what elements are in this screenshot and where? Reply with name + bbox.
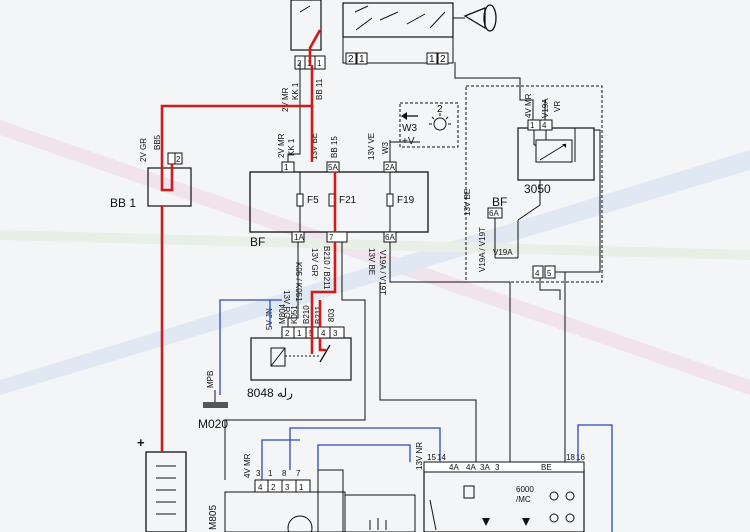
svg-text:K051: K051 bbox=[290, 305, 299, 324]
svg-text:W3: W3 bbox=[381, 141, 390, 154]
svg-text:VR: VR bbox=[553, 101, 562, 112]
svg-text:13V VE: 13V VE bbox=[367, 133, 376, 160]
svg-text:2: 2 bbox=[271, 483, 276, 492]
fuse-f19: F19 bbox=[397, 195, 415, 206]
svg-text:1: 1 bbox=[317, 59, 322, 68]
svg-text:803: 803 bbox=[327, 308, 336, 322]
svg-text:M804: M804 bbox=[278, 303, 287, 324]
svg-text:7: 7 bbox=[329, 233, 334, 242]
svg-text:BB 11: BB 11 bbox=[315, 78, 324, 100]
svg-text:4V MR: 4V MR bbox=[243, 453, 252, 478]
bf-fuse-box bbox=[249, 161, 429, 243]
svg-text:4: 4 bbox=[542, 121, 547, 130]
w3-lamp-indicator bbox=[399, 102, 459, 148]
top-wire-labels: 2V MR KK 1 BB 11 bbox=[281, 78, 324, 112]
svg-text:7: 7 bbox=[296, 469, 301, 478]
w3-pin-2: 2 bbox=[437, 104, 443, 115]
svg-text:3: 3 bbox=[285, 483, 290, 492]
fuse-f21: F21 bbox=[339, 195, 357, 206]
m805-connector bbox=[224, 469, 416, 532]
svg-text:16: 16 bbox=[576, 453, 585, 462]
svg-text:MPB: MPB bbox=[206, 371, 215, 388]
svg-text:1: 1 bbox=[268, 469, 273, 478]
top-conn-left-pin-1: 2 bbox=[348, 54, 354, 65]
svg-text:3A: 3A bbox=[480, 463, 490, 472]
m805-label: M805 bbox=[208, 505, 219, 530]
ground-label: M020 bbox=[198, 417, 228, 431]
svg-text:18: 18 bbox=[566, 453, 575, 462]
module-3050-label: 3050 bbox=[524, 182, 551, 196]
svg-text:2V MR: 2V MR bbox=[277, 133, 286, 158]
svg-text:4: 4 bbox=[258, 483, 263, 492]
module-3050 bbox=[465, 85, 603, 283]
svg-text:1: 1 bbox=[297, 329, 302, 338]
svg-text:6A: 6A bbox=[489, 209, 499, 218]
svg-text:5: 5 bbox=[547, 269, 552, 278]
top-conn-left-pin-2: 1 bbox=[359, 54, 365, 65]
svg-text:13V NR: 13V NR bbox=[415, 442, 424, 470]
svg-text:15: 15 bbox=[427, 453, 436, 462]
svg-text:4A: 4A bbox=[466, 463, 476, 472]
svg-text:13V RG: 13V RG bbox=[282, 290, 291, 318]
svg-text:KK 1: KK 1 bbox=[291, 82, 300, 100]
bb1-pin-2: 2 bbox=[176, 155, 181, 164]
blue-wires bbox=[219, 299, 613, 532]
svg-text:1: 1 bbox=[299, 483, 304, 492]
svg-text:4A: 4A bbox=[449, 463, 459, 472]
svg-text:13V BE: 13V BE bbox=[463, 189, 472, 216]
svg-text:V19A / V19T: V19A / V19T bbox=[378, 250, 387, 295]
svg-text:3: 3 bbox=[495, 463, 500, 472]
bf-label: BF bbox=[250, 235, 265, 249]
svg-text:2A: 2A bbox=[385, 163, 395, 172]
bottom-right-module bbox=[423, 461, 585, 532]
svg-text:1: 1 bbox=[530, 121, 535, 130]
svg-text:2: 2 bbox=[285, 329, 290, 338]
svg-text:6A: 6A bbox=[385, 233, 395, 242]
svg-text:/MC: /MC bbox=[516, 495, 531, 504]
svg-text:6000: 6000 bbox=[516, 485, 534, 494]
bb1-wire-spec: 2V GR bbox=[139, 138, 148, 162]
svg-text:B210 / B211: B210 / B211 bbox=[322, 246, 331, 290]
svg-text:4: 4 bbox=[535, 269, 540, 278]
background-rays bbox=[0, 120, 750, 395]
bb1-component bbox=[147, 152, 192, 207]
svg-text:B210: B210 bbox=[302, 305, 311, 324]
black-wires bbox=[224, 62, 601, 480]
top-switch-assembly bbox=[290, 0, 497, 65]
svg-text:BB 15: BB 15 bbox=[330, 136, 339, 158]
svg-text:V19A / V19T: V19A / V19T bbox=[478, 227, 487, 272]
svg-text:13V BE: 13V BE bbox=[310, 133, 319, 160]
svg-text:8: 8 bbox=[282, 469, 287, 478]
fuse-f5: F5 bbox=[307, 195, 319, 206]
svg-text:KK 1: KK 1 bbox=[287, 138, 296, 156]
svg-text:13V GR: 13V GR bbox=[310, 248, 319, 277]
svg-text:4V MR: 4V MR bbox=[524, 93, 533, 118]
svg-text:3: 3 bbox=[333, 329, 338, 338]
battery bbox=[145, 451, 187, 532]
ground-m020 bbox=[203, 390, 228, 408]
svg-text:1: 1 bbox=[284, 163, 289, 172]
svg-text:1A: 1A bbox=[294, 233, 304, 242]
relay-label: 8048 رله bbox=[247, 386, 293, 400]
svg-text:14: 14 bbox=[437, 453, 446, 462]
bb1-label: BB 1 bbox=[110, 196, 136, 210]
w3-label: W3 bbox=[402, 123, 417, 134]
battery-plus: + bbox=[137, 435, 145, 450]
red-wires bbox=[160, 29, 337, 452]
svg-text:3: 3 bbox=[256, 469, 261, 478]
svg-text:V19A: V19A bbox=[493, 248, 513, 257]
bf-right-label: BF bbox=[492, 195, 507, 209]
top-conn-right-pin-1: 1 bbox=[429, 54, 435, 65]
top-conn-right-pin-2: 2 bbox=[440, 54, 446, 65]
svg-text:2V MR: 2V MR bbox=[281, 87, 290, 112]
bb1-wire-code: BB5 bbox=[153, 134, 162, 150]
svg-text:BE: BE bbox=[541, 463, 552, 472]
svg-text:5A: 5A bbox=[328, 163, 338, 172]
svg-text:13V BE: 13V BE bbox=[367, 248, 376, 275]
svg-text:B211: B211 bbox=[314, 305, 323, 324]
svg-text:4: 4 bbox=[321, 329, 326, 338]
